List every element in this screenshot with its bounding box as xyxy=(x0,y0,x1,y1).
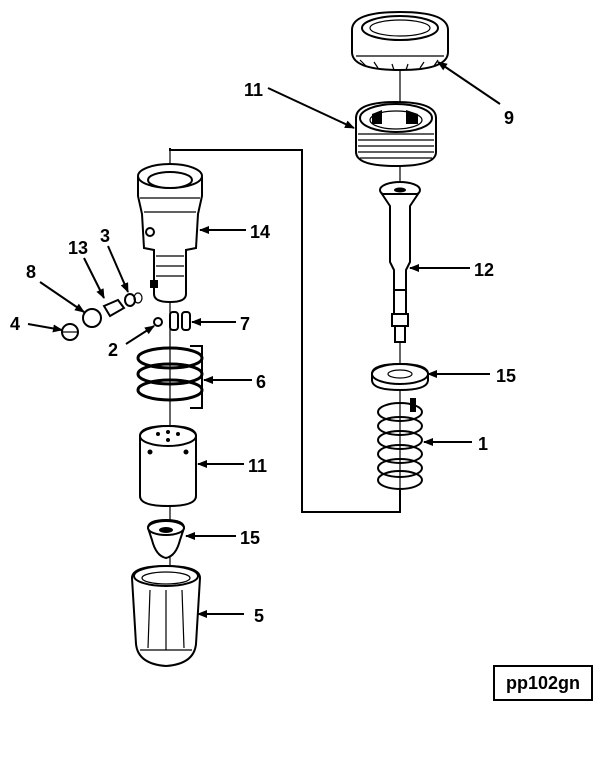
plunger-barrel-part xyxy=(139,424,197,508)
callout-12: 12 xyxy=(474,260,494,280)
callout-1: 1 xyxy=(478,434,488,454)
ball-and-dowels xyxy=(153,311,191,331)
callout-6: 6 xyxy=(256,372,266,392)
coil-spring-part xyxy=(377,398,423,490)
callout-14: 14 xyxy=(250,222,270,242)
assembly-connector-line xyxy=(169,148,401,513)
spring-seat-washer-part xyxy=(371,362,429,392)
part-2-ball xyxy=(153,317,163,327)
injector-body-part xyxy=(137,163,203,304)
callout-11-top: 11 xyxy=(244,80,263,100)
spindle-part xyxy=(379,181,421,343)
callout-15-low: 15 xyxy=(240,528,260,548)
callout-13: 13 xyxy=(68,238,88,258)
callout-11-mid: 11 xyxy=(248,456,267,476)
callout-2: 2 xyxy=(108,340,118,360)
callout-15-right: 15 xyxy=(496,366,516,386)
callout-8: 8 xyxy=(26,262,36,282)
callout-3: 3 xyxy=(100,226,110,246)
part-3-ring xyxy=(124,293,136,307)
small-valve-parts xyxy=(61,292,143,341)
threaded-collar-part xyxy=(355,100,437,168)
o-ring-set-part xyxy=(136,345,204,409)
figure-code-box: pp102gn xyxy=(493,665,593,701)
callout-4: 4 xyxy=(10,314,20,334)
callout-7: 7 xyxy=(240,314,250,334)
retaining-nut-part xyxy=(351,10,449,72)
part-8-ball xyxy=(82,308,102,328)
leader-lines xyxy=(27,61,501,618)
figure-code-label: pp102gn xyxy=(506,673,580,693)
part-13-seat xyxy=(102,298,126,318)
callout-labels: 9 11 12 15 1 14 3 13 8 4 7 2 6 11 15 5 xyxy=(10,80,516,626)
callout-5: 5 xyxy=(254,606,264,626)
callout-9: 9 xyxy=(504,108,514,128)
nozzle-cap-part xyxy=(130,564,202,668)
cup-part xyxy=(146,518,186,560)
